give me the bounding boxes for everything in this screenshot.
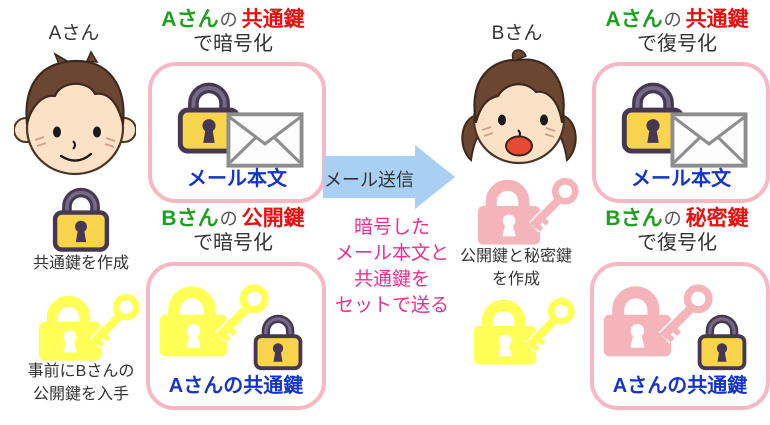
create-keypair-caption: 公開鍵と秘密鍵 を作成: [445, 245, 587, 291]
common-key-lock-icon: [44, 180, 118, 254]
send-mail-label: メール送信: [324, 170, 414, 190]
create-keypair-caption-line2: を作成: [491, 271, 540, 288]
step-key: 共通鍵: [241, 8, 305, 31]
step-name: Aさん: [161, 8, 219, 31]
step-name: Bさん: [605, 207, 663, 230]
common-key-label: Aさんの共通鍵: [168, 375, 304, 397]
step-encrypt-key-label: Bさんの公開鍵 で暗号化: [140, 207, 326, 255]
step-name: Bさん: [161, 207, 219, 230]
create-common-key-caption: 共通鍵を作成: [32, 255, 129, 272]
common-key-label: Aさんの共通鍵: [612, 375, 748, 397]
step-encrypt-mail-label: Aさんの共通鍵 で暗号化: [140, 8, 326, 56]
mail-envelope-icon: [226, 112, 304, 168]
mail-body-label: メール本文: [187, 168, 287, 190]
mail-envelope-icon: [670, 112, 748, 168]
send-note-line1: 暗号した: [353, 217, 430, 238]
mail-lock-icon: [168, 72, 250, 158]
step-key: 秘密鍵: [685, 207, 749, 230]
step-key: 共通鍵: [685, 8, 749, 31]
step-key: 公開鍵: [241, 207, 305, 230]
step-action: で暗号化: [193, 33, 273, 55]
send-note: 暗号した メール本文と 共通鍵を セットで送る: [318, 215, 466, 319]
obtained-public-key-icon: [30, 288, 150, 362]
send-note-line4: セットで送る: [334, 295, 449, 316]
create-keypair-caption-line1: 公開鍵と秘密鍵: [459, 248, 572, 265]
step-action: で復号化: [637, 232, 717, 254]
public-key-copy-icon: [465, 292, 585, 366]
step-name: Aさん: [605, 8, 663, 31]
boy-face-icon: [14, 50, 136, 176]
private-key-lock-icon: [598, 278, 720, 358]
encrypted-mail-box-left: メール本文: [148, 62, 326, 203]
obtain-public-key-caption: 事前にBさんの 公開鍵を入手: [2, 360, 160, 406]
small-common-key-lock-icon: [690, 306, 754, 374]
encrypted-mail-box-right: メール本文: [592, 62, 770, 203]
keypair-lock-icon: [470, 172, 588, 246]
step-particle: の: [663, 209, 682, 229]
send-arrow-body: [323, 156, 415, 198]
step-particle: の: [219, 10, 238, 30]
girl-face-icon: [461, 49, 577, 165]
step-particle: の: [663, 10, 682, 30]
step-decrypt-mail-label: Aさんの共通鍵 で復号化: [584, 8, 770, 56]
step-action: で暗号化: [193, 232, 273, 254]
obtain-public-key-caption-line2: 公開鍵を入手: [32, 386, 129, 403]
mail-lock-icon: [612, 72, 694, 158]
public-key-lock-icon: [154, 278, 276, 358]
send-note-line2: メール本文と: [334, 243, 449, 264]
send-note-line3: 共通鍵を: [353, 269, 430, 290]
step-decrypt-key-label: Bさんの秘密鍵 で復号化: [584, 207, 770, 255]
person-a-label: Aさん: [48, 23, 100, 44]
decrypted-key-box-right: Aさんの共通鍵: [590, 262, 770, 410]
small-common-key-lock-icon: [246, 306, 310, 374]
person-a-avatar: [14, 50, 136, 178]
person-b-avatar: [458, 46, 580, 176]
obtain-public-key-caption-line1: 事前にBさんの: [27, 363, 135, 380]
step-action: で復号化: [637, 33, 717, 55]
step-particle: の: [219, 209, 238, 229]
person-b-label: Bさん: [491, 23, 543, 44]
send-arrow-head: [415, 145, 455, 209]
encrypted-key-box-left: Aさんの共通鍵: [146, 262, 326, 410]
mail-body-label: メール本文: [631, 168, 731, 190]
